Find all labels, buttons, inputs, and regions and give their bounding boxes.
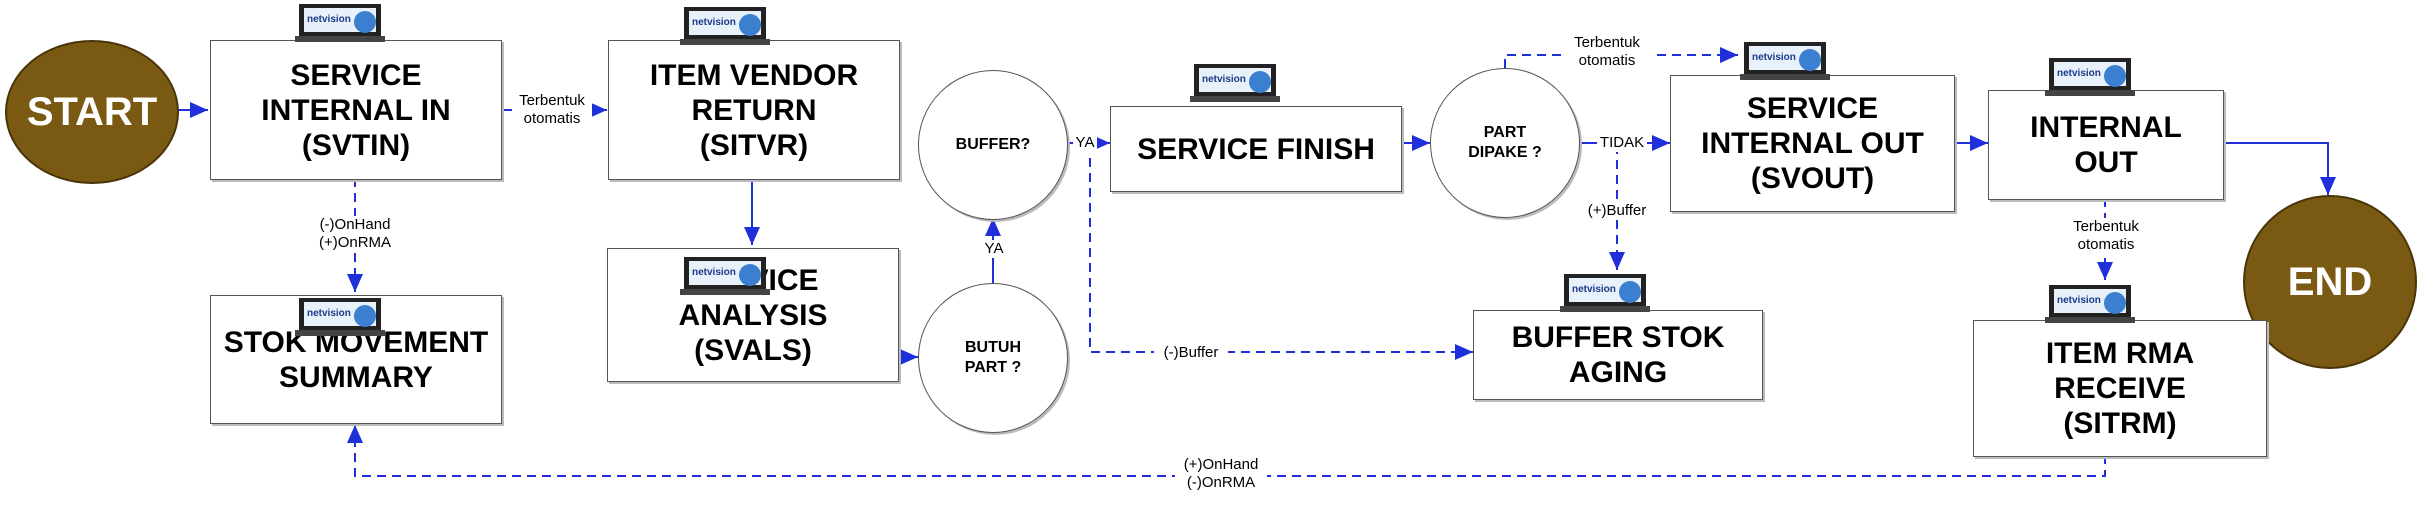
svg-text:netvision: netvision — [2057, 68, 2101, 79]
svg-text:netvision: netvision — [307, 308, 351, 319]
box-service-finish: SERVICE FINISH — [1110, 106, 1402, 192]
svg-text:netvision: netvision — [1752, 52, 1796, 63]
label-ya-1: YA — [1073, 134, 1097, 152]
label-auto-3: Terbentuk otomatis — [2062, 218, 2150, 254]
netvision-logo-4: netvision — [295, 298, 385, 336]
arrow-internal-end — [2222, 142, 2336, 195]
box-buffer-aging: BUFFER STOK AGING — [1473, 310, 1763, 400]
netvision-logo-8: netvision — [1560, 274, 1650, 312]
netvision-logo-3: netvision — [680, 257, 770, 295]
box-svout: SERVICE INTERNAL OUT (SVOUT) — [1670, 75, 1955, 212]
decision-butuh-part: BUTUH PART ? — [918, 283, 1068, 433]
start-terminal: START — [5, 40, 179, 184]
svg-text:netvision: netvision — [2057, 295, 2101, 306]
box-sitvr: ITEM VENDOR RETURN (SITVR) — [608, 40, 900, 180]
end-terminal: END — [2243, 195, 2417, 369]
label-auto-2: Terbentuk otomatis — [1563, 34, 1651, 70]
arrow-part-svout-auto — [1504, 47, 1738, 68]
netvision-logo-5: netvision — [1190, 64, 1280, 102]
svg-text:netvision: netvision — [1572, 284, 1616, 295]
netvision-logo-7: netvision — [2045, 58, 2135, 96]
label-plus-buffer: (+)Buffer — [1578, 202, 1656, 220]
svg-text:netvision: netvision — [307, 14, 351, 25]
box-sitrm: ITEM RMA RECEIVE (SITRM) — [1973, 320, 2267, 457]
svg-text:netvision: netvision — [692, 17, 736, 28]
label-onhand-onrma: (-)OnHand (+)OnRMA — [305, 216, 405, 252]
label-bottom: (+)OnHand (-)OnRMA — [1175, 456, 1267, 492]
netvision-logo-6: netvision — [1740, 42, 1830, 80]
decision-buffer: BUFFER? — [918, 70, 1068, 220]
netvision-logo-2: netvision — [680, 7, 770, 45]
label-auto-1: Terbentuk otomatis — [512, 92, 592, 128]
label-ya-2: YA — [982, 240, 1006, 258]
box-internal-out: INTERNAL OUT — [1988, 90, 2224, 200]
svg-text:netvision: netvision — [692, 267, 736, 278]
box-svtin: SERVICE INTERNAL IN (SVTIN) — [210, 40, 502, 180]
netvision-logo-9: netvision — [2045, 285, 2135, 323]
decision-part-dipake: PART DIPAKE ? — [1430, 68, 1580, 218]
netvision-logo-1: netvision — [295, 4, 385, 42]
label-minus-buffer: (-)Buffer — [1154, 344, 1228, 362]
label-tidak: TIDAK — [1597, 134, 1647, 152]
svg-text:netvision: netvision — [1202, 74, 1246, 85]
